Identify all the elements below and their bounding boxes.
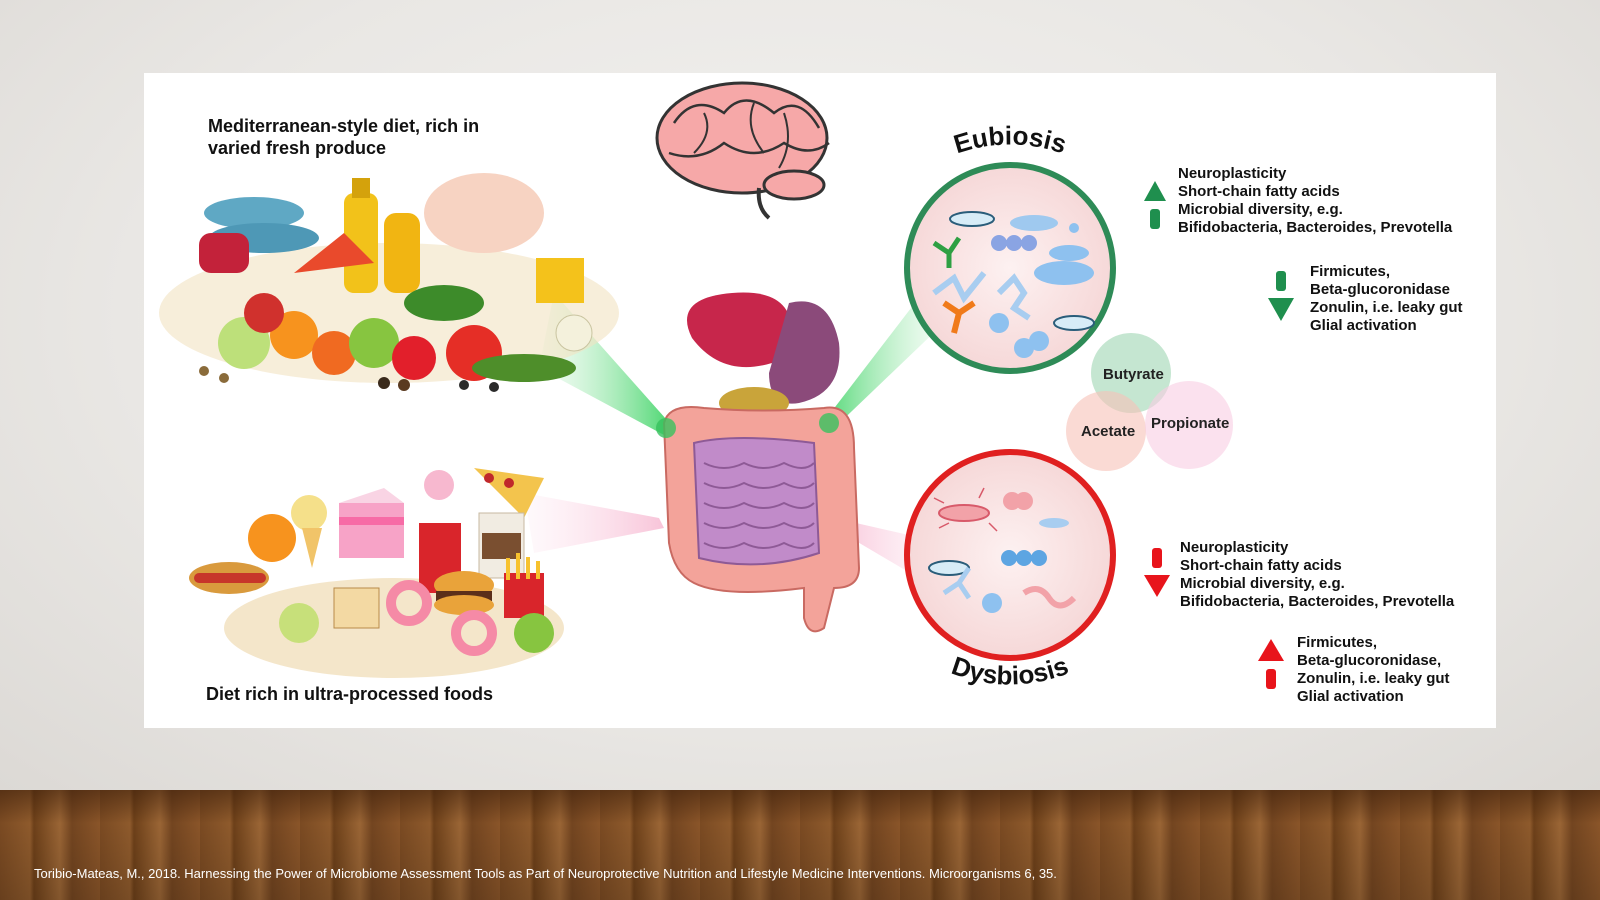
med-diet-title-line2: varied fresh produce — [208, 138, 387, 158]
eubiosis-down-arrow — [1268, 298, 1294, 321]
dysbiosis-down-bar — [1152, 548, 1162, 568]
butyrate-label: Butyrate — [1103, 366, 1164, 383]
propionate-label: Propionate — [1151, 415, 1230, 432]
dysbiosis-up-bar — [1266, 669, 1276, 689]
list-item: Beta-glucoronidase, — [1297, 652, 1442, 669]
wooden-floor — [0, 790, 1600, 900]
list-item: Short-chain fatty acids — [1178, 183, 1340, 200]
gut-illustration — [656, 292, 861, 633]
processed-diet-title: Diet rich in ultra-processed foods — [206, 684, 494, 704]
list-item: Neuroplasticity — [1180, 539, 1289, 556]
eubiosis-up-list: Neuroplasticity Short-chain fatty acids … — [1178, 165, 1452, 237]
list-item: Neuroplasticity — [1178, 165, 1287, 182]
processed-food-illustration — [189, 468, 564, 678]
eubiosis-up-bar — [1150, 209, 1160, 229]
list-item: Firmicutes, — [1297, 634, 1378, 651]
list-item: Bifidobacteria, Bacteroides, Prevotella — [1178, 219, 1453, 236]
list-item: Microbial diversity, e.g. — [1180, 575, 1345, 592]
eubiosis-down-list: Firmicutes, Beta-glucoronidase Zonulin, … — [1310, 263, 1463, 335]
svg-text:Eubiosis: Eubiosis — [950, 120, 1070, 159]
diagram-artwork: Eubiosis Dysbiosis — [159, 81, 1294, 691]
list-item: Microbial diversity, e.g. — [1178, 201, 1343, 218]
beam-processed — [524, 493, 664, 553]
dysbiosis-up-arrow — [1258, 639, 1284, 661]
dysbiosis-up-list: Firmicutes, Beta-glucoronidase, Zonulin,… — [1297, 634, 1450, 706]
list-item: Zonulin, i.e. leaky gut — [1297, 670, 1450, 687]
list-item: Zonulin, i.e. leaky gut — [1310, 299, 1463, 316]
list-item: Bifidobacteria, Bacteroides, Prevotella — [1180, 593, 1455, 610]
list-item: Short-chain fatty acids — [1180, 557, 1342, 574]
beam-eubiosis — [819, 278, 944, 433]
eubiosis-up-arrow — [1144, 181, 1166, 201]
list-item: Glial activation — [1297, 688, 1404, 705]
eubiosis-label: Eubiosis — [950, 120, 1070, 159]
scfa-venn — [1066, 333, 1233, 471]
list-item: Glial activation — [1310, 317, 1417, 334]
list-item: Firmicutes, — [1310, 263, 1391, 280]
med-diet-title-line1: Mediterranean-style diet, rich in — [208, 116, 480, 136]
list-item: Beta-glucoronidase — [1310, 281, 1451, 298]
eubiosis-down-bar — [1276, 271, 1286, 291]
eubiosis-circle — [904, 162, 1116, 374]
citation-caption: Toribio-Mateas, M., 2018. Harnessing the… — [34, 866, 1057, 881]
brain-illustration — [655, 81, 830, 220]
acetate-label: Acetate — [1081, 423, 1136, 440]
diagram-panel: Eubiosis Dysbiosis Mediterranean-style d… — [144, 73, 1496, 728]
dysbiosis-down-arrow — [1144, 575, 1170, 597]
dysbiosis-circle — [904, 449, 1116, 661]
mediterranean-food-illustration — [159, 173, 619, 392]
dysbiosis-down-list: Neuroplasticity Short-chain fatty acids … — [1180, 539, 1454, 611]
